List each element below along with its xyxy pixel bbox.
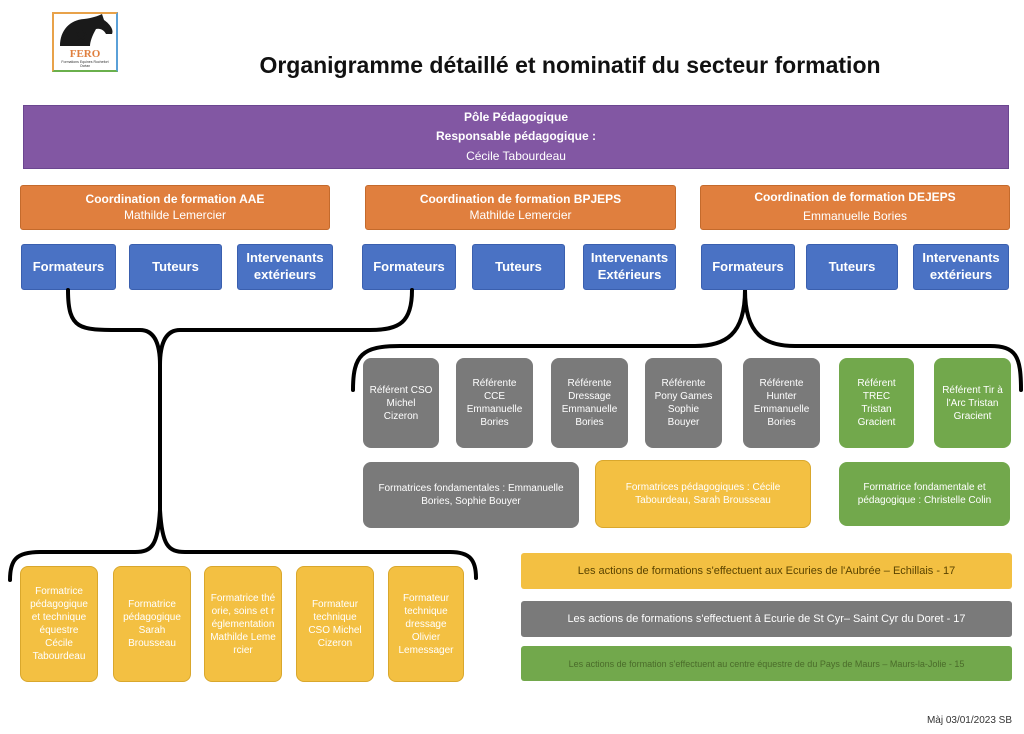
tuteurs-bpjeps: Tuteurs: [472, 244, 565, 290]
referent-tir-arc: Référent Tir à l'Arc Tristan Gracient: [934, 358, 1011, 448]
formateur-cizeron: Formateur technique CSO Michel Cizeron: [296, 566, 374, 682]
pole-title: Pôle Pédagogique: [463, 109, 568, 124]
coordination-title: Coordination de formation AAE: [85, 191, 265, 206]
coordination-name: Mathilde Lemercier: [469, 207, 572, 222]
coordination-name: Mathilde Lemercier: [123, 207, 227, 222]
referent-dressage: Référente Dressage Emmanuelle Bories: [551, 358, 628, 448]
tuteurs-dejeps: Tuteurs: [806, 244, 898, 290]
tuteurs-aae: Tuteurs: [129, 244, 222, 290]
location-aubree: Les actions de formations s'effectuent a…: [521, 553, 1012, 589]
pole-role: Responsable pédagogique :: [435, 129, 597, 144]
footer-update-date: Màj 03/01/2023 SB: [926, 715, 1012, 726]
formatrice-fondamentale-pedagogique: Formatrice fondamentale et pédagogique :…: [839, 462, 1010, 526]
coordination-aae: Coordination de formation AAE Mathilde L…: [20, 185, 330, 230]
referent-hunter: Référente Hunter Emmanuelle Bories: [743, 358, 820, 448]
horse-head-icon: [60, 14, 113, 46]
coordination-bpjeps: Coordination de formation BPJEPS Mathild…: [365, 185, 676, 230]
formatrice-lemercier: Formatrice théorie, soins et réglementat…: [204, 566, 282, 682]
coordination-title: Coordination de formation DEJEPS: [754, 190, 956, 205]
formatrice-tabourdeau: Formatrice pédagogique et technique éque…: [20, 566, 98, 682]
location-st-cyr: Les actions de formations s'effectuent à…: [521, 601, 1012, 637]
formateur-lemessager: Formateur technique dressage Olivier Lem…: [388, 566, 464, 682]
brace-aae-bpjeps: [66, 288, 414, 366]
page-title: Organigramme détaillé et nominatif du se…: [259, 52, 881, 78]
formateurs-aae: Formateurs: [21, 244, 116, 290]
coordination-title: Coordination de formation BPJEPS: [419, 191, 622, 206]
referent-cce: Référente CCE Emmanuelle Bories: [456, 358, 533, 448]
intervenants-dejeps: Intervenants extérieurs: [913, 244, 1009, 290]
referent-pony-games: Référente Pony Games Sophie Bouyer: [645, 358, 722, 448]
formateurs-bpjeps: Formateurs: [362, 244, 456, 290]
intervenants-aae: Intervenants extérieurs: [237, 244, 333, 290]
logo-text: FERO: [69, 48, 101, 60]
formatrices-fondamentales: Formatrices fondamentales : Emmanuelle B…: [363, 462, 579, 528]
intervenants-bpjeps: Intervenants Extérieurs: [583, 244, 676, 290]
referent-trec: Référent TREC Tristan Gracient: [839, 358, 914, 448]
logo: FERO Formations Equines Rochefort Océan: [52, 12, 118, 72]
formatrice-brousseau: Formatrice pédagogique Sarah Brousseau: [113, 566, 191, 682]
formateurs-dejeps: Formateurs: [701, 244, 795, 290]
coordination-dejeps: Coordination de formation DEJEPS Emmanue…: [700, 185, 1010, 230]
referent-cso: Référent CSO Michel Cizeron: [363, 358, 439, 448]
pole-pedagogique: Pôle Pédagogique Responsable pédagogique…: [23, 105, 1009, 169]
logo-subtitle: Formations Equines Rochefort Océan: [61, 60, 109, 68]
pole-name: Cécile Tabourdeau: [466, 148, 566, 163]
coordination-name: Emmanuelle Bories: [802, 209, 908, 223]
location-maurs: Les actions de formation s'effectuent au…: [521, 646, 1012, 681]
formatrices-pedagogiques: Formatrices pédagogiques : Cécile Tabour…: [595, 460, 811, 528]
